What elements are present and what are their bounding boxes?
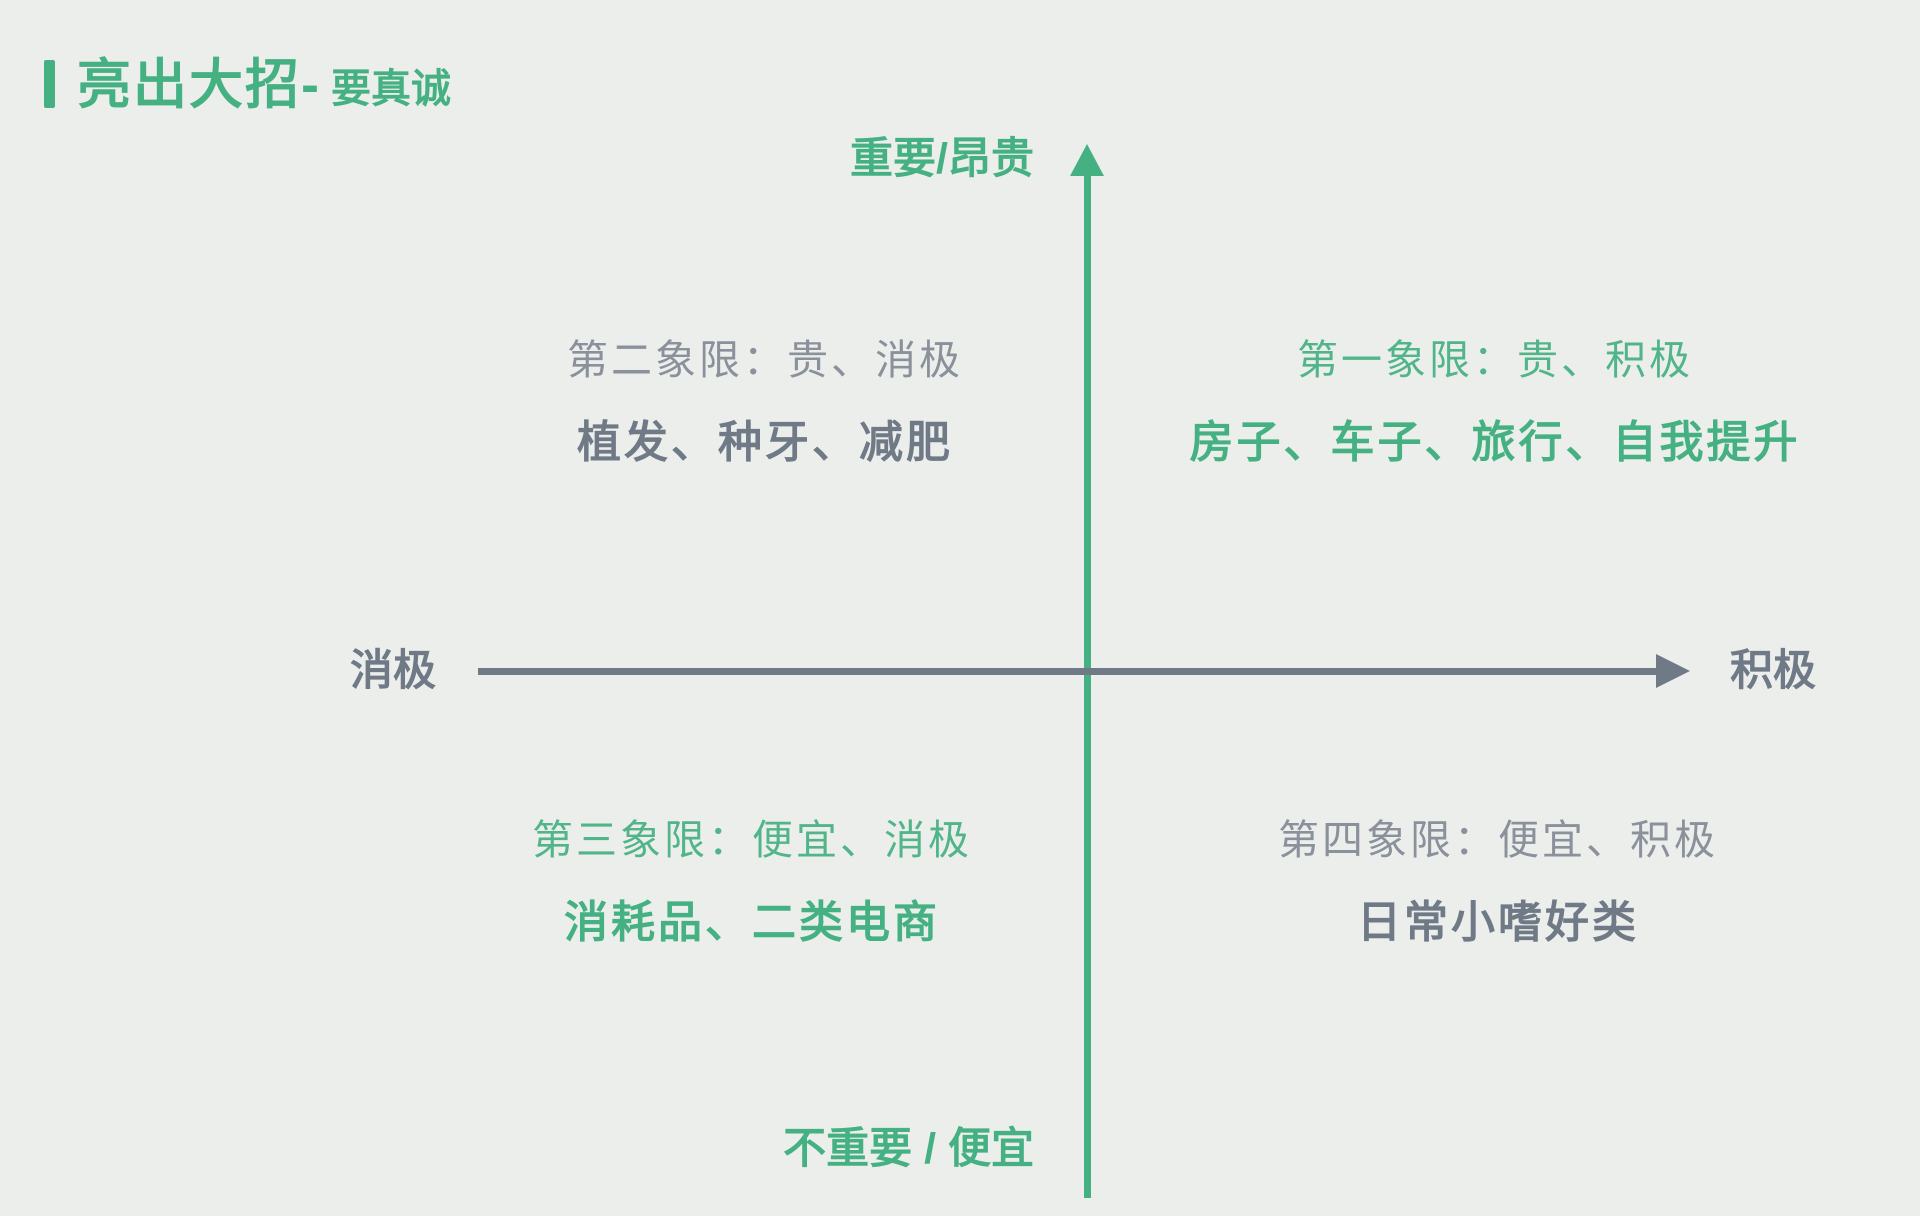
- axis-label-bottom: 不重要 / 便宜: [783, 1125, 1034, 1173]
- quadrant-1-items: 房子、车子、旅行、自我提升: [1189, 418, 1801, 467]
- axis-label-right: 积极: [1730, 647, 1816, 695]
- page-title-row: 亮出大招- 要真诚: [44, 58, 451, 112]
- quadrant-4-items: 日常小嗜好类: [1357, 898, 1639, 947]
- quadrant-4-heading: 第四象限：便宜、积极: [1278, 817, 1718, 863]
- quadrant-1: 第一象限：贵、积极 房子、车子、旅行、自我提升: [1190, 340, 1801, 465]
- quadrant-3: 第三象限：便宜、消极 消耗品、二类电商: [532, 820, 972, 945]
- quadrant-2: 第二象限：贵、消极 植发、种牙、减肥: [567, 340, 963, 465]
- page-subtitle: 要真诚: [330, 67, 451, 111]
- quadrant-1-heading: 第一象限：贵、积极: [1297, 337, 1693, 383]
- quadrant-4: 第四象限：便宜、积极 日常小嗜好类: [1278, 820, 1718, 945]
- quadrant-3-heading: 第三象限：便宜、消极: [532, 817, 972, 863]
- horizontal-axis-line: [478, 668, 1658, 675]
- title-accent-bar-icon: [44, 60, 55, 108]
- quadrant-2-items: 植发、种牙、减肥: [577, 418, 953, 467]
- vertical-axis-arrow-icon: [1070, 144, 1104, 176]
- page-title: 亮出大招-: [77, 55, 321, 115]
- quadrant-3-items: 消耗品、二类电商: [564, 898, 940, 947]
- axis-label-left: 消极: [350, 647, 436, 695]
- quadrant-2-heading: 第二象限：贵、消极: [567, 337, 963, 383]
- vertical-axis-line: [1084, 172, 1091, 1198]
- horizontal-axis-arrow-icon: [1656, 654, 1690, 688]
- axis-label-top: 重要/昂贵: [850, 135, 1034, 183]
